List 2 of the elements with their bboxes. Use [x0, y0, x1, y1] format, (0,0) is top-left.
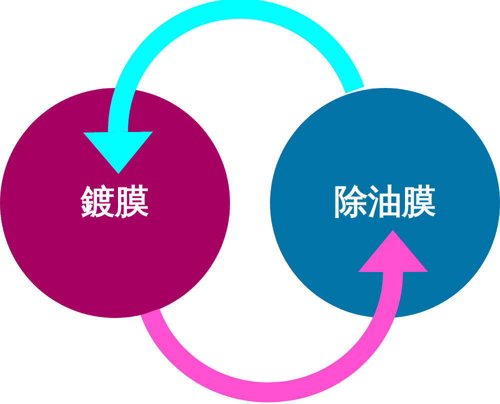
stage-label: 除油膜 [334, 183, 436, 223]
stage-label: 鍍膜 [81, 183, 149, 223]
